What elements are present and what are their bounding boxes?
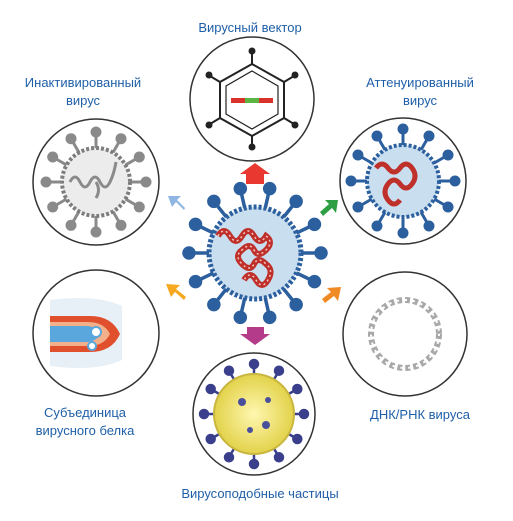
attenuated-spike-head bbox=[442, 149, 454, 161]
center-spike-head bbox=[188, 274, 203, 289]
label-inactivated-virus: Инактивированный вирус bbox=[8, 74, 158, 110]
virus-like-particle-icon bbox=[198, 358, 310, 470]
label-attenuated-line2: вирус bbox=[402, 93, 438, 108]
arrow-to-inactivated-virus-icon bbox=[168, 196, 185, 210]
center-spike-head bbox=[262, 181, 277, 196]
vlp-spike-head bbox=[248, 458, 260, 470]
vlp-spike-head bbox=[223, 365, 235, 376]
center-spike-head bbox=[289, 194, 303, 209]
attenuated-spike-head bbox=[423, 220, 435, 232]
vlp-spike-head bbox=[198, 408, 210, 420]
label-attenuated-line1: Аттенуированный bbox=[366, 75, 474, 90]
arrow-to-viral-vector-icon bbox=[240, 163, 270, 184]
central-virus-icon bbox=[182, 181, 328, 325]
center-spike-head bbox=[182, 246, 196, 260]
inactivated-spike-head bbox=[90, 126, 102, 138]
vlp-spike-head bbox=[223, 452, 235, 463]
attenuated-spike-head bbox=[397, 227, 409, 239]
attenuated-spike-head bbox=[371, 220, 383, 232]
center-spike-head bbox=[233, 310, 248, 325]
attenuated-spike-head bbox=[371, 130, 383, 142]
label-attenuated-virus: Аттенуированный вирус bbox=[345, 74, 495, 110]
label-viral-vector: Вирусный вектор bbox=[198, 20, 302, 35]
center-spike-head bbox=[207, 194, 221, 209]
center-spike-head bbox=[289, 297, 303, 312]
inactivated-spike-head bbox=[40, 176, 52, 188]
vlp-spike-head bbox=[273, 365, 285, 376]
dna-rna-circle bbox=[342, 271, 468, 397]
center-spike-head bbox=[307, 217, 322, 232]
dna-rna-ring-icon bbox=[368, 297, 442, 371]
center-spike-head bbox=[207, 297, 221, 312]
attenuated-spike-head bbox=[423, 130, 435, 142]
vlp-spike-head bbox=[298, 408, 310, 420]
vlp-spike-head bbox=[248, 358, 260, 370]
attenuated-spike-head bbox=[345, 175, 357, 187]
center-spike-head bbox=[233, 181, 248, 196]
viral-vector-icon bbox=[205, 47, 299, 151]
label-inactivated-line1: Инактивированный bbox=[24, 75, 142, 90]
inactivated-virus-icon bbox=[40, 126, 152, 238]
label-protein-subunit: Субъединица вирусного белка bbox=[10, 404, 160, 440]
inactivated-spike-head bbox=[115, 133, 127, 145]
label-inactivated-line2: вирус bbox=[65, 93, 101, 108]
inactivated-spike-head bbox=[133, 201, 145, 213]
vlp-spike-head bbox=[273, 452, 285, 463]
inactivated-spike-head bbox=[115, 219, 127, 231]
attenuated-spike-head bbox=[449, 175, 461, 187]
vlp-spike-head bbox=[292, 433, 303, 445]
attenuated-virus-icon bbox=[345, 123, 461, 239]
attenuated-spike-head bbox=[352, 201, 364, 213]
arrow-to-protein-subunit-icon bbox=[166, 284, 186, 300]
inactivated-spike-head bbox=[90, 226, 102, 238]
arrow-to-dna-rna-icon bbox=[322, 287, 341, 303]
inactivated-spike-head bbox=[65, 133, 77, 145]
inactivated-spike-head bbox=[47, 201, 59, 213]
vlp-spike-head bbox=[205, 383, 216, 395]
inactivated-spike-head bbox=[65, 219, 77, 231]
inactivated-spike-head bbox=[140, 176, 152, 188]
inactivated-spike-head bbox=[133, 151, 145, 163]
center-spike-head bbox=[314, 246, 328, 260]
label-subunit-line2: вирусного белка bbox=[35, 423, 135, 438]
label-subunit-line1: Субъединица bbox=[43, 405, 127, 420]
label-virus-like-particles: Вирусоподобные частицы bbox=[181, 486, 339, 501]
label-dna-rna: ДНК/РНК вируса bbox=[370, 407, 470, 422]
attenuated-spike-head bbox=[442, 201, 454, 213]
protein-subunit-icon bbox=[50, 298, 122, 368]
center-spike-head bbox=[262, 310, 277, 325]
center-spike-head bbox=[188, 217, 203, 232]
vlp-spike-head bbox=[205, 433, 216, 445]
arrow-to-virus-like-particles-icon bbox=[240, 327, 270, 345]
vlp-spike-head bbox=[292, 383, 303, 395]
center-spike-head bbox=[307, 274, 322, 289]
arrow-to-attenuated-virus-icon bbox=[320, 200, 338, 216]
attenuated-spike-head bbox=[397, 123, 409, 135]
inactivated-spike-head bbox=[47, 151, 59, 163]
attenuated-spike-head bbox=[352, 149, 364, 161]
